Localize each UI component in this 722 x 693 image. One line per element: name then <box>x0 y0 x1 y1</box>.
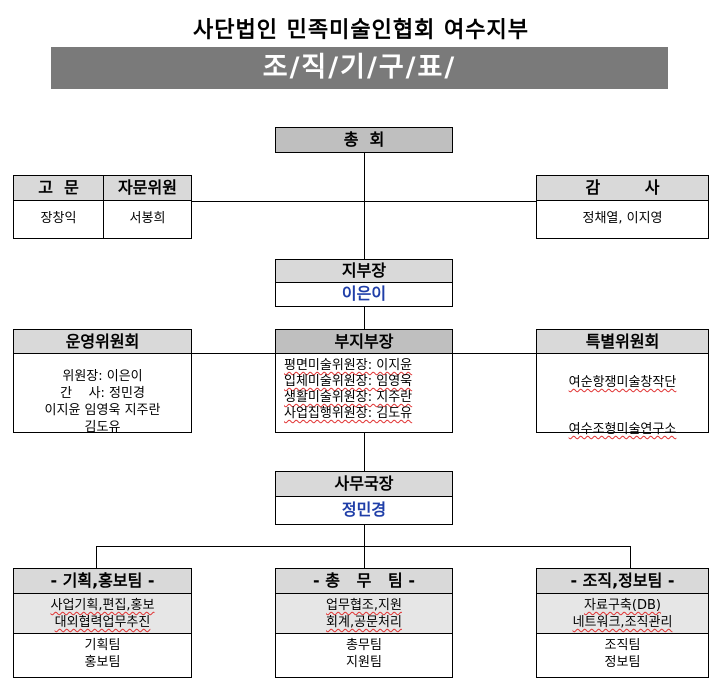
team-units: 기획팀 홍보팀 <box>14 637 191 671</box>
general-meeting-label: 총 회 <box>343 130 385 149</box>
advisor-header: 고 문 <box>14 176 104 201</box>
team-header: - 조직,정보팀 - <box>537 569 708 594</box>
connector-spine-upper <box>364 152 365 260</box>
team-duty: 업무협조,지원 <box>326 598 402 613</box>
operations-members: 위원장: 이은이 간 사: 정민경 이지윤 임영욱 지주란 김도유 <box>14 368 191 436</box>
team-unit: 기획팀 <box>84 638 121 653</box>
consultant-name: 서봉희 <box>129 211 166 226</box>
connector-team-right <box>630 546 631 568</box>
connector-team-center <box>364 546 365 568</box>
operations-line: 간 사: 정민경 <box>60 386 145 401</box>
team-duty: 회계,공문처리 <box>326 615 402 630</box>
advisor-name: 장창익 <box>14 201 104 238</box>
auditor-header: 감 사 <box>537 176 708 201</box>
special-header: 특별위원회 <box>537 330 708 354</box>
operations-line: 김도유 <box>84 420 121 435</box>
deputy-head-header: 부지부장 <box>276 330 452 354</box>
team-unit: 지원팀 <box>346 655 382 670</box>
special-committee: 특별위원회 여순항쟁미술창작단 여수조형미술연구소 <box>536 329 709 437</box>
branch-head-name: 이은이 <box>341 284 387 303</box>
secretary-header: 사무국장 <box>276 472 452 497</box>
team-unit: 총무팀 <box>346 638 382 653</box>
special-line: 여순항쟁미술창작단 <box>568 375 677 390</box>
connector-advisors-auditor <box>191 201 536 202</box>
connector-spine-lower <box>364 433 365 472</box>
branch-head-header: 지부장 <box>276 260 452 283</box>
team-general-affairs: - 총 무 팀 - 업무협조,지원 회계,공문처리 총무팀 지원팀 <box>275 568 453 678</box>
team-unit: 홍보팀 <box>84 655 121 670</box>
team-duty: 사업기획,편집,홍보 <box>50 598 155 613</box>
auditor-names: 정채열, 이지영 <box>582 211 663 226</box>
team-header: - 기획,홍보팀 - <box>14 569 191 594</box>
deputy-line: 평면미술위원장: 이지윤 <box>284 358 413 373</box>
consultant-header: 자문위원 <box>104 176 191 201</box>
team-duties: 업무협조,지원 회계,공문처리 <box>276 594 452 634</box>
deputy-line: 생활미술위원장: 지주란 <box>284 390 413 405</box>
operations-line: 이지윤 임영욱 지주란 <box>44 403 161 418</box>
team-duty: 자료구축(DB) <box>584 598 661 613</box>
operations-line: 위원장: 이은이 <box>62 369 143 384</box>
team-duty: 대외협력업무추진 <box>54 615 151 630</box>
team-duties: 사업기획,편집,홍보 대외협력업무추진 <box>14 594 191 634</box>
special-line: 여수조형미술연구소 <box>568 422 677 437</box>
team-units: 총무팀 지원팀 <box>276 637 452 671</box>
team-header: - 총 무 팀 - <box>276 569 452 594</box>
connector-teams-bar <box>96 546 631 547</box>
team-duties: 자료구축(DB) 네트워크,조직관리 <box>537 594 708 634</box>
secretary-name: 정민경 <box>341 500 387 519</box>
branch-head-box: 지부장 이은이 <box>275 259 453 307</box>
deputy-line: 사업집행위원장: 김도유 <box>284 406 413 421</box>
team-unit: 조직팀 <box>604 638 641 653</box>
connector-team-left <box>96 546 97 568</box>
auditor-group: 감 사 정채열, 이지영 <box>536 175 709 239</box>
org-chart-banner: 조/직/기/구/표/ <box>51 47 668 89</box>
deputy-members: 평면미술위원장: 이지윤 입체미술위원장: 임영욱 생활미술위원장: 지주란 사… <box>284 358 450 422</box>
operations-committee: 운영위원회 위원장: 이은이 간 사: 정민경 이지윤 임영욱 지주란 김도유 <box>13 329 192 436</box>
connector-secretary-down <box>364 524 365 546</box>
deputy-line: 입체미술위원장: 임영욱 <box>284 374 413 389</box>
secretary-box: 사무국장 정민경 <box>275 471 453 525</box>
team-units: 조직팀 정보팀 <box>537 637 708 671</box>
team-planning-pr: - 기획,홍보팀 - 사업기획,편집,홍보 대외협력업무추진 기획팀 홍보팀 <box>13 568 192 678</box>
org-title: 사단법인 민족미술인협회 여수지부 <box>193 17 529 43</box>
team-duty: 네트워크,조직관리 <box>572 615 673 630</box>
deputy-head-box: 부지부장 평면미술위원장: 이지윤 입체미술위원장: 임영욱 생활미술위원장: … <box>275 329 453 433</box>
advisor-group: 고 문 자문위원 장창익 서봉희 <box>13 175 192 239</box>
general-meeting-box: 총 회 <box>275 127 453 153</box>
operations-header: 운영위원회 <box>14 330 191 354</box>
team-unit: 정보팀 <box>604 655 641 670</box>
team-organization-info: - 조직,정보팀 - 자료구축(DB) 네트워크,조직관리 조직팀 정보팀 <box>536 568 709 678</box>
connector-spine-middle <box>364 306 365 329</box>
